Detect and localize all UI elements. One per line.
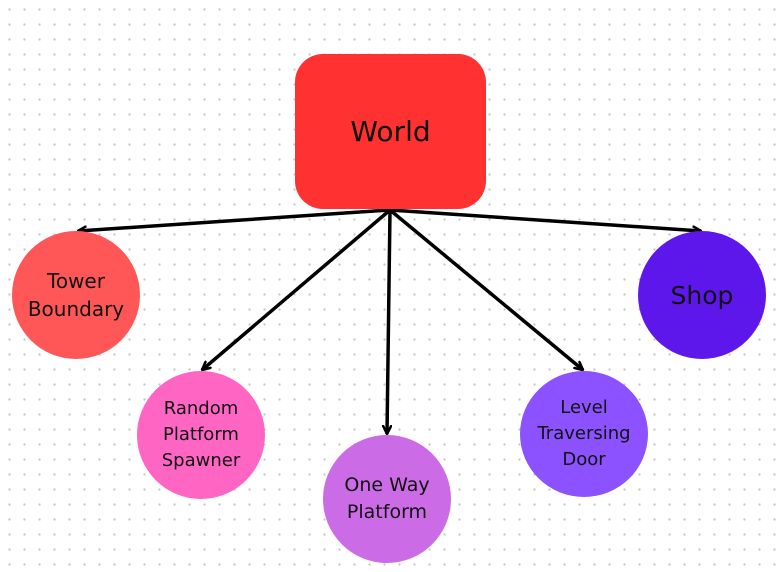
edge-world-to-tower bbox=[78, 208, 391, 231]
edge-world-to-random bbox=[202, 208, 392, 372]
node-shop[interactable]: Shop bbox=[638, 231, 766, 359]
node-random-platform-spawner[interactable]: Random Platform Spawner bbox=[137, 371, 265, 499]
edge-world-to-shop bbox=[389, 208, 701, 231]
edge-world-to-level bbox=[388, 208, 583, 372]
node-tower-boundary[interactable]: Tower Boundary bbox=[12, 231, 140, 359]
node-level-traversing-door[interactable]: Level Traversing Door bbox=[520, 371, 648, 497]
node-one-way-platform[interactable]: One Way Platform bbox=[323, 435, 451, 563]
node-world[interactable]: World bbox=[295, 54, 486, 209]
edge-world-to-oneway bbox=[387, 209, 390, 434]
